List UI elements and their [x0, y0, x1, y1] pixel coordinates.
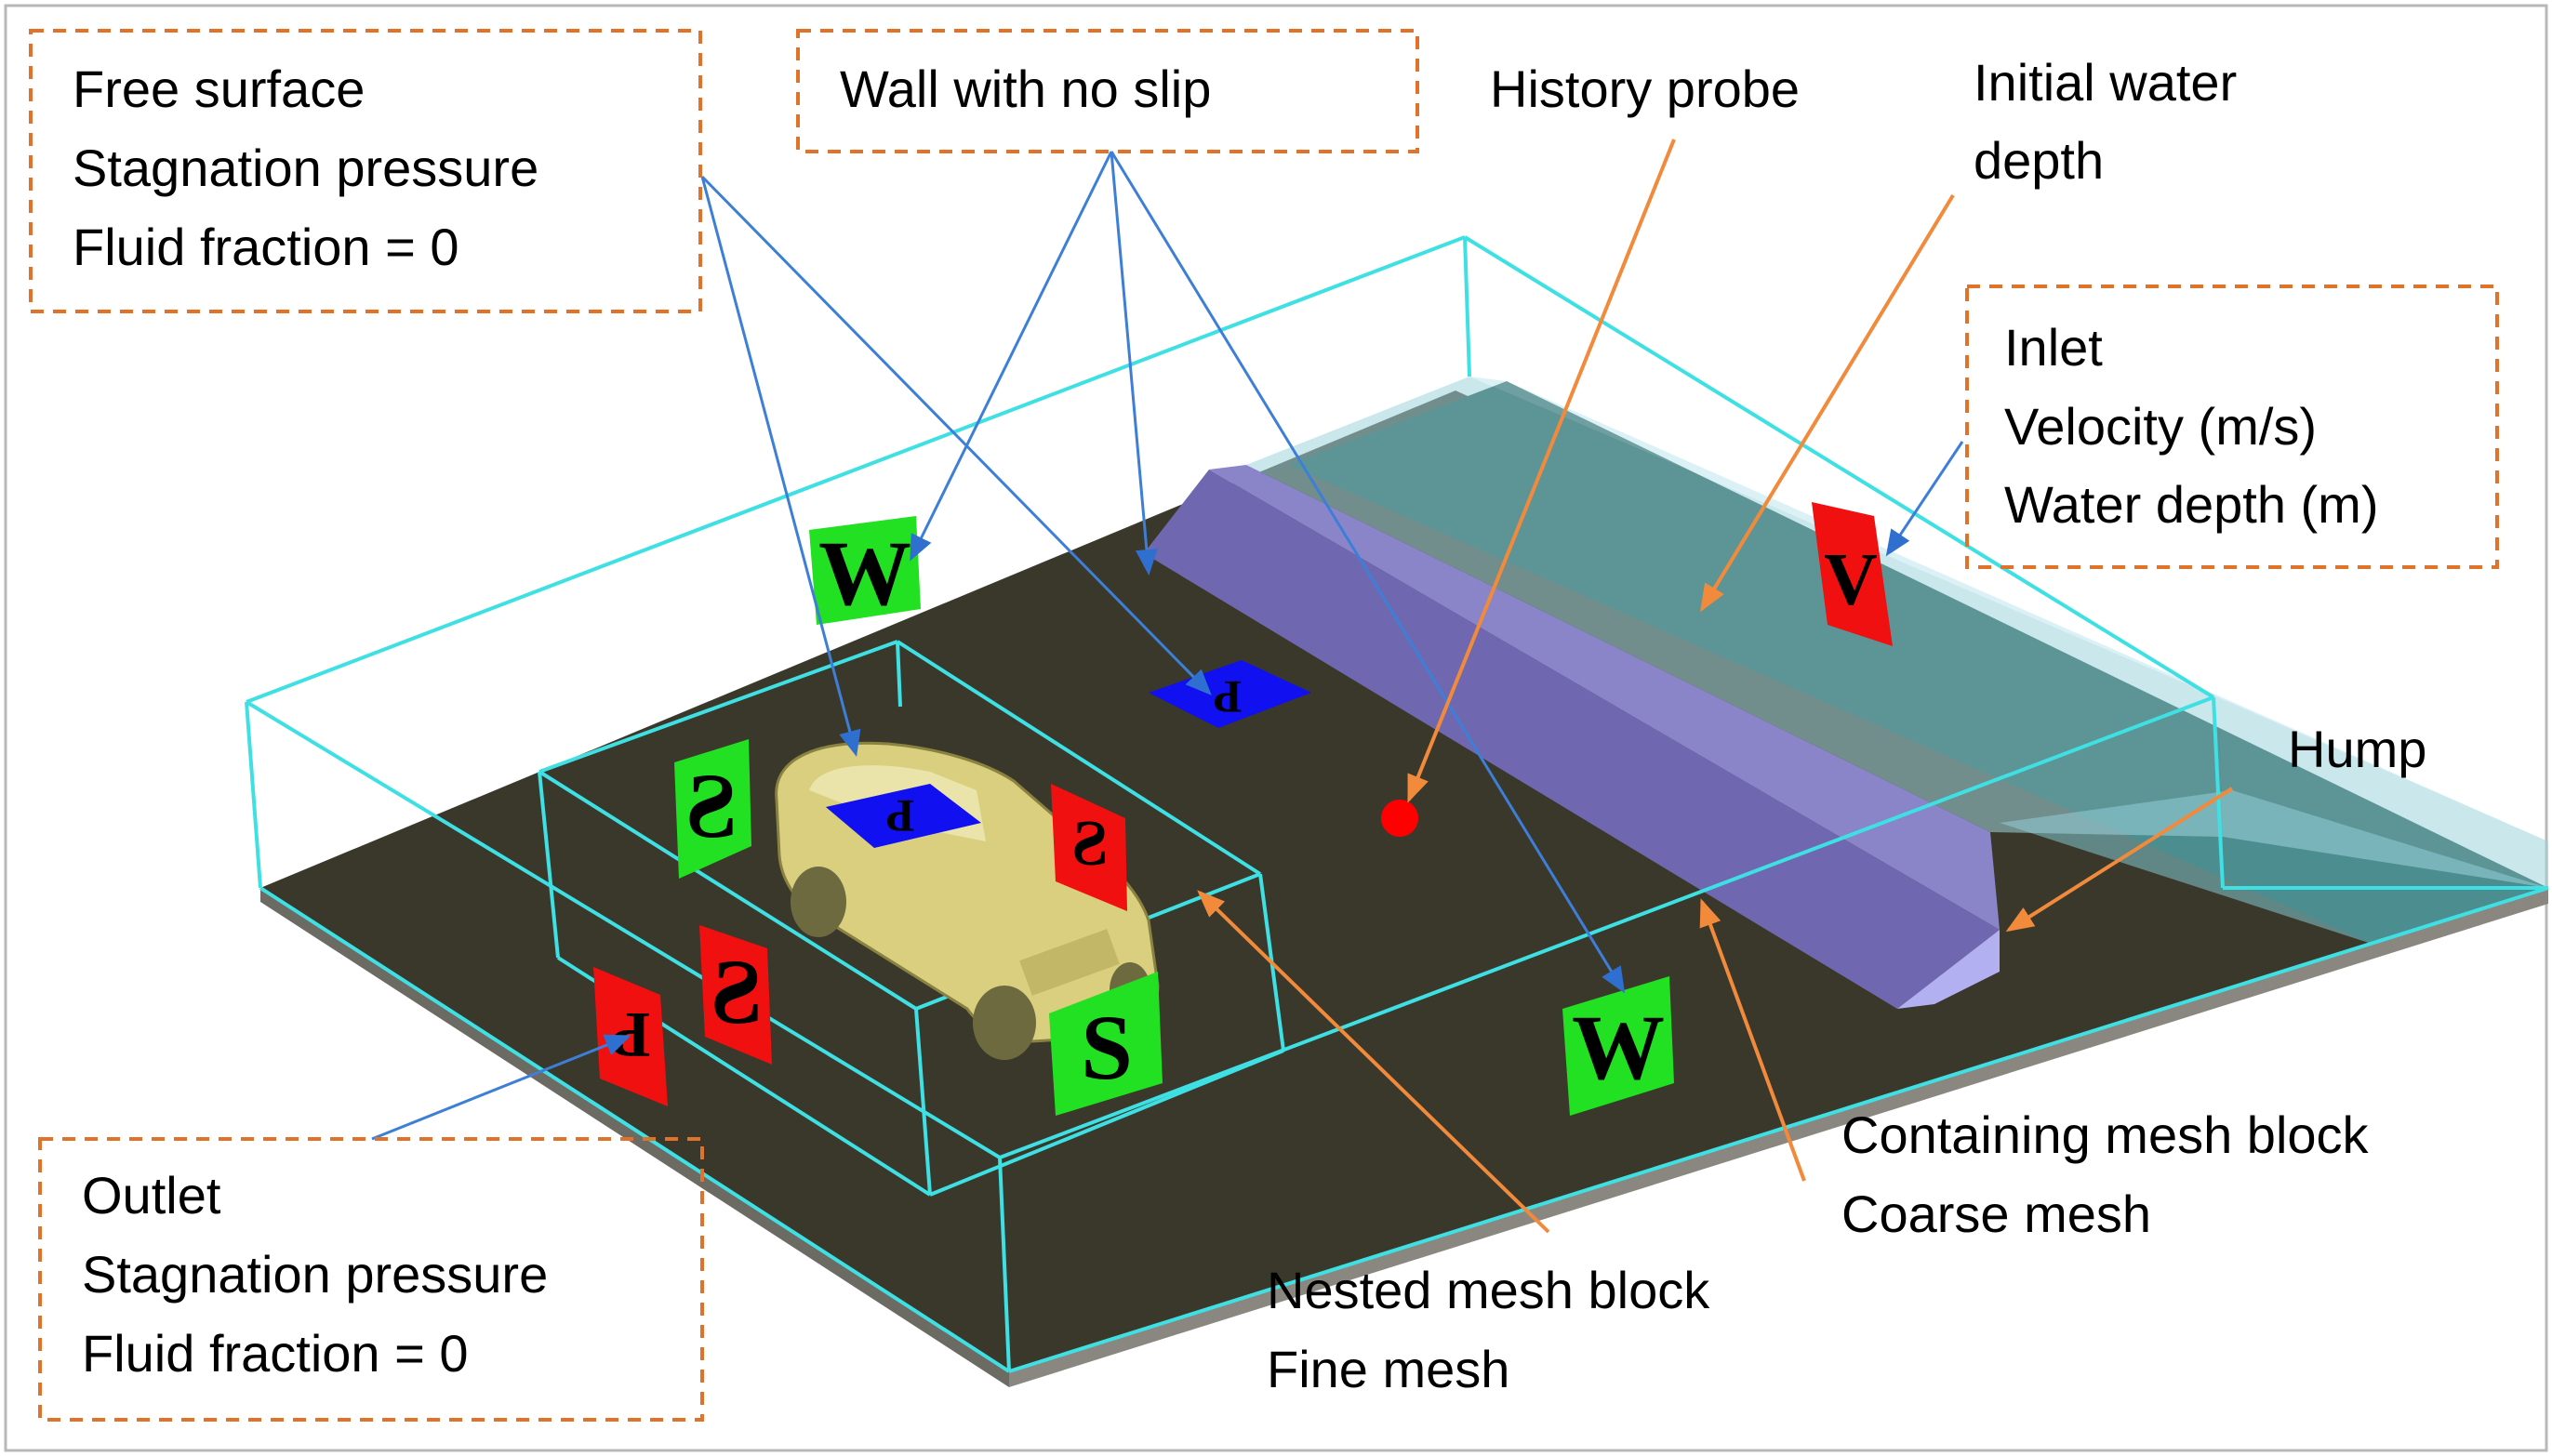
containing-line-2: Coarse mesh	[1841, 1185, 2151, 1243]
inlet-line-1: Inlet	[2004, 318, 2103, 377]
figure-border	[4, 4, 2548, 1452]
floor-side-right	[1009, 888, 2548, 1387]
hump-face	[1144, 470, 2000, 1009]
containing-line-1: Containing mesh block	[1841, 1105, 2370, 1164]
outlet-box	[38, 1137, 704, 1422]
svg-text:W: W	[818, 522, 911, 625]
arrow-history-probe	[1407, 139, 1676, 803]
inlet-water-top	[1246, 377, 2223, 837]
annotation-arrows	[371, 139, 2234, 1234]
free-surface-box	[29, 29, 702, 313]
marker-symmetry-right: S	[1051, 784, 1127, 911]
arrow-containing	[1699, 898, 1806, 1182]
domain-scene: W P S P S S P S	[245, 235, 2549, 1387]
containing-mesh-block	[245, 235, 2549, 1373]
svg-text:S: S	[1081, 996, 1133, 1099]
inlet-line-2: Velocity (m/s)	[2004, 397, 2317, 456]
outlet-line-3: Fluid fraction = 0	[82, 1324, 469, 1383]
free-surface-line-1: Free surface	[73, 60, 365, 118]
wall-box	[796, 29, 1419, 153]
arrow-wall-1	[910, 151, 1113, 562]
arrow-wall-2	[1110, 151, 1158, 576]
svg-text:V: V	[1824, 539, 1878, 621]
svg-text:W: W	[1572, 996, 1665, 1099]
marker-symmetry-left: S	[699, 925, 772, 1065]
arrow-initial-water	[1699, 193, 1955, 613]
wall-label: Wall with no slip	[840, 60, 1211, 118]
arrow-free-surface-2	[700, 175, 1212, 695]
marker-symmetry-back: S	[674, 739, 751, 879]
outlet-line-2: Stagnation pressure	[82, 1245, 548, 1304]
history-probe-label: History probe	[1490, 60, 1800, 118]
arrow-wall-3	[1110, 151, 1626, 994]
marker-wall-back: W	[809, 516, 921, 625]
svg-text:P: P	[611, 999, 651, 1070]
free-surface-line-3: Fluid fraction = 0	[73, 218, 459, 276]
outlet-line-1: Outlet	[82, 1166, 221, 1224]
nested-line-2: Fine mesh	[1267, 1340, 1509, 1398]
marker-pressure-top: P	[1149, 660, 1311, 728]
nested-line-1: Nested mesh block	[1267, 1261, 1710, 1319]
marker-velocity-inlet: V	[1812, 502, 1893, 646]
arrow-hump	[2005, 787, 2234, 933]
inlet-water-end	[2218, 697, 2548, 888]
svg-text:P: P	[1214, 671, 1243, 723]
free-surface-line-2: Stagnation pressure	[73, 139, 538, 197]
initial-water-line-2: depth	[1974, 131, 2104, 190]
inlet-line-3: Water depth (m)	[2004, 475, 2378, 534]
svg-text:P: P	[886, 790, 915, 842]
arrow-outlet	[371, 1034, 631, 1141]
arrow-nested	[1197, 890, 1550, 1234]
arrow-free-surface-1	[700, 176, 861, 757]
hump-end	[1897, 930, 2000, 1009]
initial-water-line-1: Initial water	[1974, 53, 2237, 112]
hump-label: Hump	[2288, 720, 2426, 778]
inlet-box	[1965, 285, 2499, 569]
svg-text:S: S	[685, 754, 738, 857]
svg-text:S: S	[1072, 808, 1109, 880]
marker-wall-front: W	[1562, 976, 1674, 1116]
arrow-inlet	[1885, 441, 1964, 557]
hump-top	[1209, 465, 2000, 930]
history-probe-point	[1381, 800, 1418, 837]
marker-symmetry-front: S	[1049, 972, 1163, 1116]
marker-pressure-car: P	[826, 784, 981, 848]
floor-side-front	[260, 888, 1009, 1387]
svg-text:S: S	[711, 940, 763, 1043]
